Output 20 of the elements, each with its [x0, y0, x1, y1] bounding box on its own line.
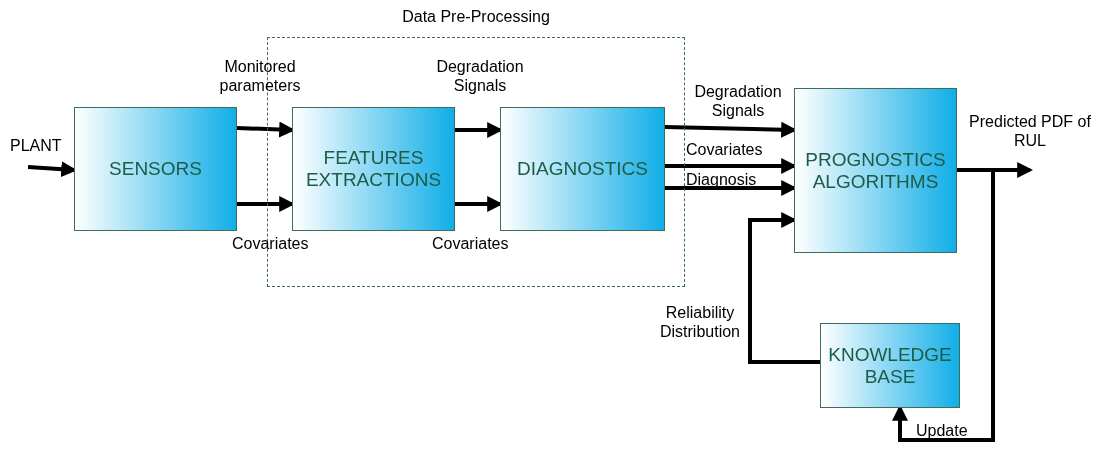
box-label: SENSORS: [108, 158, 203, 180]
edge-label: Monitored parameters: [218, 57, 302, 96]
edge-label: Reliability Distribution: [659, 303, 741, 342]
edge-label: Covariates: [232, 234, 309, 254]
edge-label: PLANT: [10, 136, 62, 156]
edge-label: Covariates: [686, 140, 763, 160]
process-box: [292, 107, 455, 231]
edge-label: Degradation Signals: [435, 57, 525, 96]
process-box: [500, 107, 665, 231]
box-label: DIAGNOSTICS: [516, 158, 649, 180]
edge-label: Update: [916, 421, 968, 441]
arrow: [748, 212, 820, 364]
edge-label: Degradation Signals: [693, 82, 783, 121]
edge-label: Diagnosis: [686, 170, 757, 190]
process-box: [74, 107, 237, 231]
group-title: Data Pre-Processing: [401, 8, 551, 26]
edge-label: Covariates: [432, 234, 509, 254]
process-box: [794, 88, 957, 253]
arrow: [892, 168, 995, 442]
edge-label: Predicted PDF of RUL: [968, 112, 1092, 151]
